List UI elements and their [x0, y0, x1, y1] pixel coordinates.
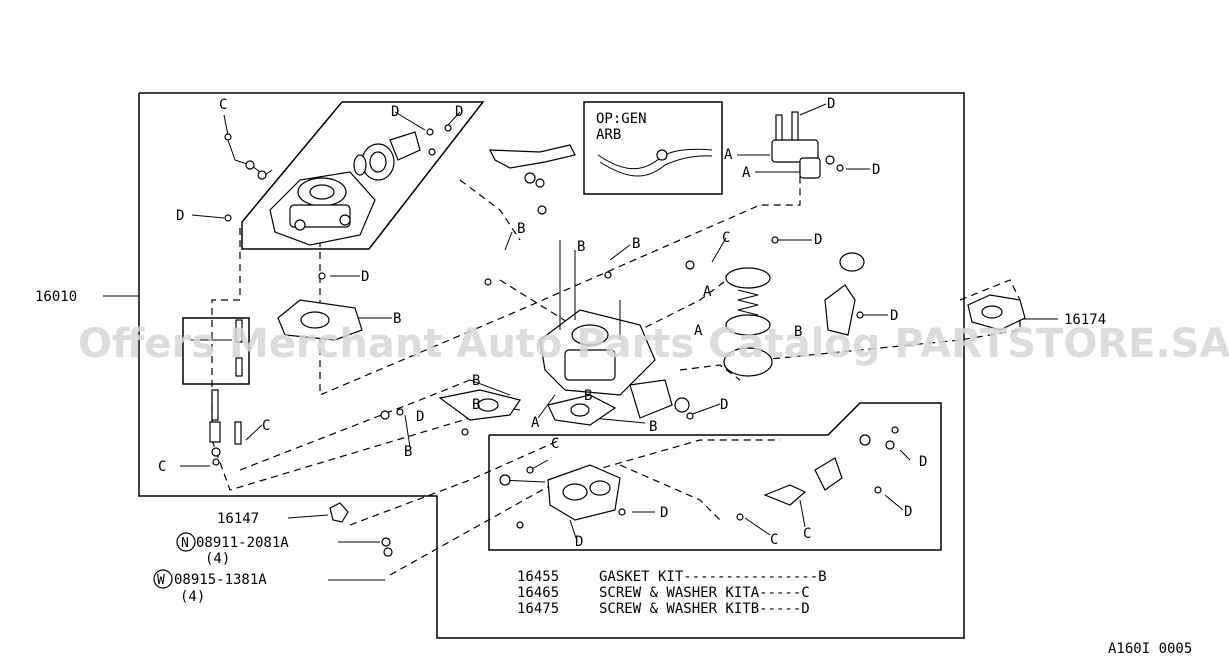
svg-text:B: B	[577, 239, 585, 255]
svg-text:A: A	[724, 147, 733, 163]
option-gen-label: OP:GEN	[596, 111, 647, 127]
washer-callout: W 08915-1381A (4)	[153, 569, 267, 605]
svg-text:D: D	[872, 162, 880, 178]
option-arb-hose	[597, 148, 713, 177]
svg-text:D: D	[814, 232, 822, 248]
svg-text:B: B	[393, 311, 401, 327]
figure-code: A160I 0005	[1108, 641, 1192, 657]
svg-text:08915-1381A: 08915-1381A	[174, 572, 267, 588]
nut-callout: N 08911-2081A (4)	[176, 532, 289, 567]
kit-legend-text: GASKET KIT----------------B	[599, 569, 827, 585]
carburetor-main-body	[539, 240, 656, 396]
throttle-opener	[824, 252, 865, 336]
svg-text:D: D	[720, 397, 728, 413]
svg-text:B: B	[584, 388, 592, 404]
choke-diaphragm	[353, 131, 421, 181]
cap-16147	[329, 502, 349, 523]
choke-linkage	[224, 133, 273, 180]
accelerator-pump	[723, 267, 773, 377]
svg-text:D: D	[455, 104, 463, 120]
svg-text:A: A	[694, 323, 703, 339]
bottom-sub-frame	[488, 402, 942, 551]
throttle-body-lower	[499, 464, 621, 521]
solenoid-valve	[629, 379, 690, 419]
bracket-valve-assembly	[771, 111, 835, 179]
svg-text:C: C	[158, 459, 166, 475]
kit-legend: 16455 GASKET KIT----------------B 16465 …	[517, 569, 827, 617]
callout-16147: 16147	[217, 511, 259, 527]
svg-text:B: B	[472, 397, 480, 413]
svg-text:C: C	[219, 97, 227, 113]
kit-legend-text: SCREW & WASHER KITB-----D	[599, 601, 810, 617]
svg-text:D: D	[575, 534, 583, 550]
main-assembly-frame	[138, 92, 965, 639]
svg-text:A: A	[742, 165, 751, 181]
svg-text:D: D	[904, 504, 912, 520]
jet-inset-frame	[182, 317, 250, 385]
svg-text:D: D	[660, 505, 668, 521]
kit-legend-number: 16455	[517, 569, 559, 585]
small-fasteners	[224, 124, 899, 529]
option-arb-label: ARB	[596, 127, 621, 143]
svg-text:D: D	[919, 454, 927, 470]
svg-text:B: B	[632, 236, 640, 252]
svg-text:W: W	[157, 573, 165, 588]
svg-text:C: C	[262, 418, 270, 434]
svg-text:C: C	[722, 230, 730, 246]
svg-text:D: D	[890, 308, 898, 324]
svg-text:B: B	[517, 221, 525, 237]
svg-text:B: B	[404, 444, 412, 460]
option-box-frame	[583, 101, 723, 195]
svg-text:08911-2081A: 08911-2081A	[196, 535, 289, 551]
svg-text:C: C	[551, 436, 559, 452]
svg-text:D: D	[827, 96, 835, 112]
svg-text:(4): (4)	[205, 551, 230, 567]
kit-legend-text: SCREW & WASHER KITA-----C	[599, 585, 810, 601]
svg-text:(4): (4)	[180, 589, 205, 605]
svg-text:D: D	[176, 208, 184, 224]
kit-legend-number: 16475	[517, 601, 559, 617]
jet-parts	[190, 319, 243, 466]
callout-16010: 16010	[35, 289, 77, 305]
letter-callouts: C D D D D A A D B B B C D D A D B A B B …	[158, 96, 927, 550]
svg-text:C: C	[770, 532, 778, 548]
gaskets-b	[277, 299, 617, 426]
washer-08915	[383, 547, 393, 557]
svg-text:D: D	[391, 104, 399, 120]
carburetor-top-cover	[269, 171, 376, 246]
svg-text:B: B	[472, 373, 480, 389]
nut-08911	[381, 537, 391, 547]
svg-text:D: D	[416, 409, 424, 425]
callout-16174: 16174	[1064, 312, 1106, 328]
svg-text:C: C	[803, 526, 811, 542]
svg-text:N: N	[181, 536, 189, 551]
dashed-connection-lines	[211, 150, 1021, 576]
kit-legend-number: 16465	[517, 585, 559, 601]
top-left-sub-frame	[241, 101, 485, 250]
insulator-16174	[967, 294, 1026, 331]
svg-text:D: D	[361, 269, 369, 285]
svg-text:B: B	[649, 419, 657, 435]
watermark: Offers Merchant Auto Parts Catalog PARTS…	[78, 321, 1229, 367]
throttle-lever-assembly	[763, 434, 895, 506]
vacuum-hose-top	[489, 144, 576, 188]
svg-text:A: A	[531, 415, 540, 431]
svg-text:B: B	[794, 324, 802, 340]
svg-text:A: A	[703, 284, 712, 300]
